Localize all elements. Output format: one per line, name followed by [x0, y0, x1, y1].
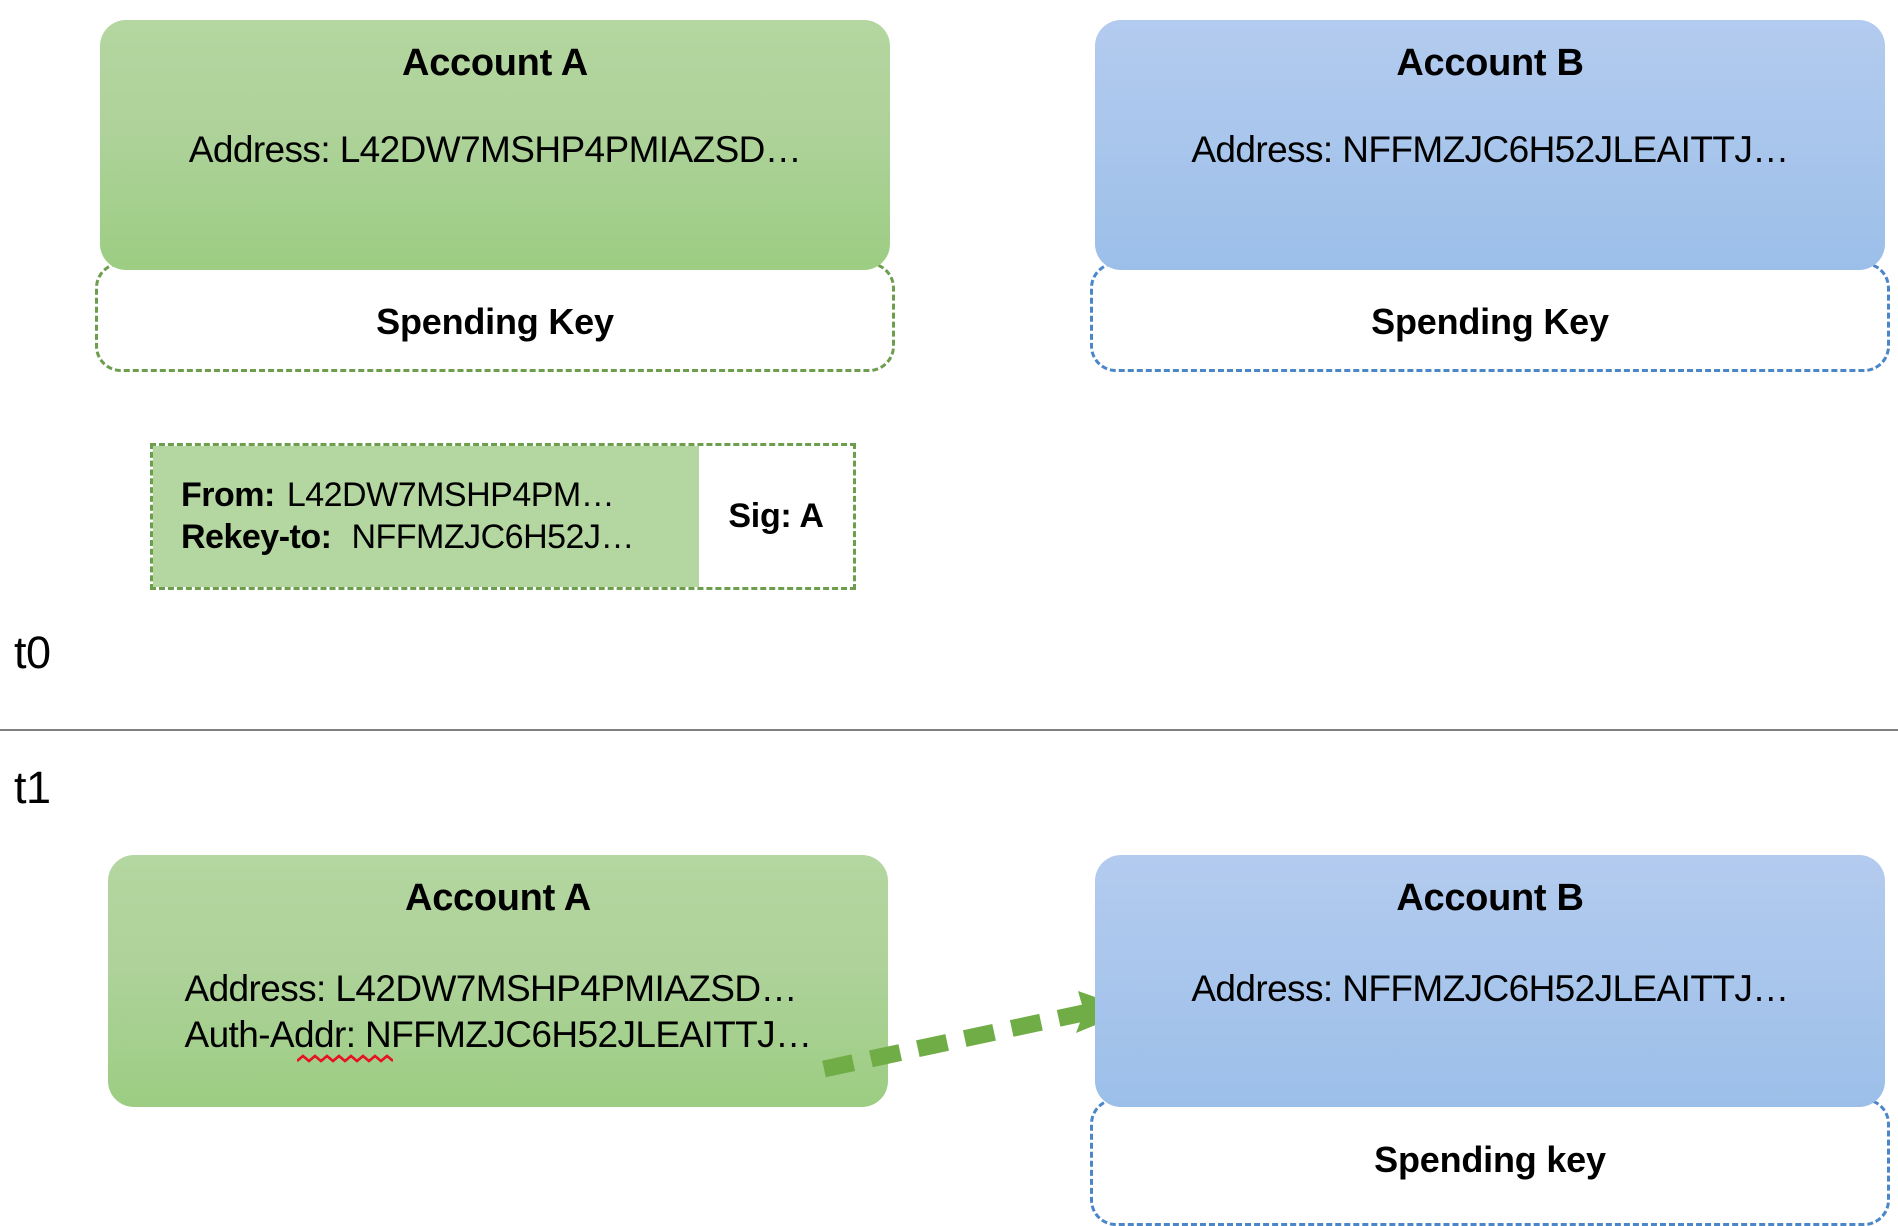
t0-account-a-title: Account A — [402, 42, 588, 84]
t1-account-a-auth-addr: Auth-Addr: NFFMZJC6H52JLEAITTJ… — [184, 1014, 813, 1063]
t0-account-a-card: Account A Address: L42DW7MSHP4PMIAZSD… — [100, 20, 890, 270]
t0-account-a-address: Address: L42DW7MSHP4PMIAZSD… — [188, 129, 802, 170]
t1-account-b-spending-key-label: Spending key — [1374, 1139, 1606, 1180]
t1-account-a-auth-addr-text: Auth-Addr: NFFMZJC6H52JLEAITTJ… — [184, 1014, 813, 1055]
t0-account-b-title: Account B — [1396, 42, 1584, 84]
t1-account-a-address: Address: L42DW7MSHP4PMIAZSD… — [184, 968, 798, 1009]
transaction-signature-label: Sig: A — [728, 497, 824, 535]
time-label-t1: t1 — [14, 762, 51, 813]
t1-account-b-address: Address: NFFMZJC6H52JLEAITTJ… — [1191, 968, 1789, 1009]
rekey-transaction-box: From: L42DW7MSHP4PM… Rekey-to: NFFMZJC6H… — [150, 443, 856, 590]
transaction-rekey-to-row: Rekey-to: NFFMZJC6H52J… — [181, 517, 699, 558]
transaction-rekey-to-key: Rekey-to: — [181, 517, 332, 556]
spellcheck-squiggle-icon — [296, 1054, 393, 1063]
rekey-transaction-fields: From: L42DW7MSHP4PM… Rekey-to: NFFMZJC6H… — [153, 446, 699, 587]
t1-account-a-title: Account A — [405, 877, 591, 919]
transaction-from-value: L42DW7MSHP4PM… — [286, 476, 615, 515]
timeline-divider — [0, 729, 1898, 731]
t0-account-b-spending-key-label: Spending Key — [1371, 301, 1609, 342]
t0-account-b-spending-key-box: Spending Key — [1090, 262, 1890, 372]
transaction-rekey-to-value: NFFMZJC6H52J… — [351, 517, 634, 556]
transaction-from-key: From: — [181, 476, 275, 515]
t0-account-b-card: Account B Address: NFFMZJC6H52JLEAITTJ… — [1095, 20, 1885, 270]
t1-account-b-title: Account B — [1396, 877, 1584, 919]
time-label-t0: t0 — [14, 627, 51, 678]
t1-account-b-card: Account B Address: NFFMZJC6H52JLEAITTJ… — [1095, 855, 1885, 1107]
t1-account-b-spending-key-box: Spending key — [1090, 1098, 1890, 1226]
transaction-from-row: From: L42DW7MSHP4PM… — [181, 475, 699, 516]
t0-account-a-spending-key-box: Spending Key — [95, 262, 895, 372]
t0-account-b-address: Address: NFFMZJC6H52JLEAITTJ… — [1191, 129, 1789, 170]
t0-account-a-spending-key-label: Spending Key — [376, 301, 614, 342]
t1-account-a-card: Account A Address: L42DW7MSHP4PMIAZSD… A… — [108, 855, 888, 1107]
